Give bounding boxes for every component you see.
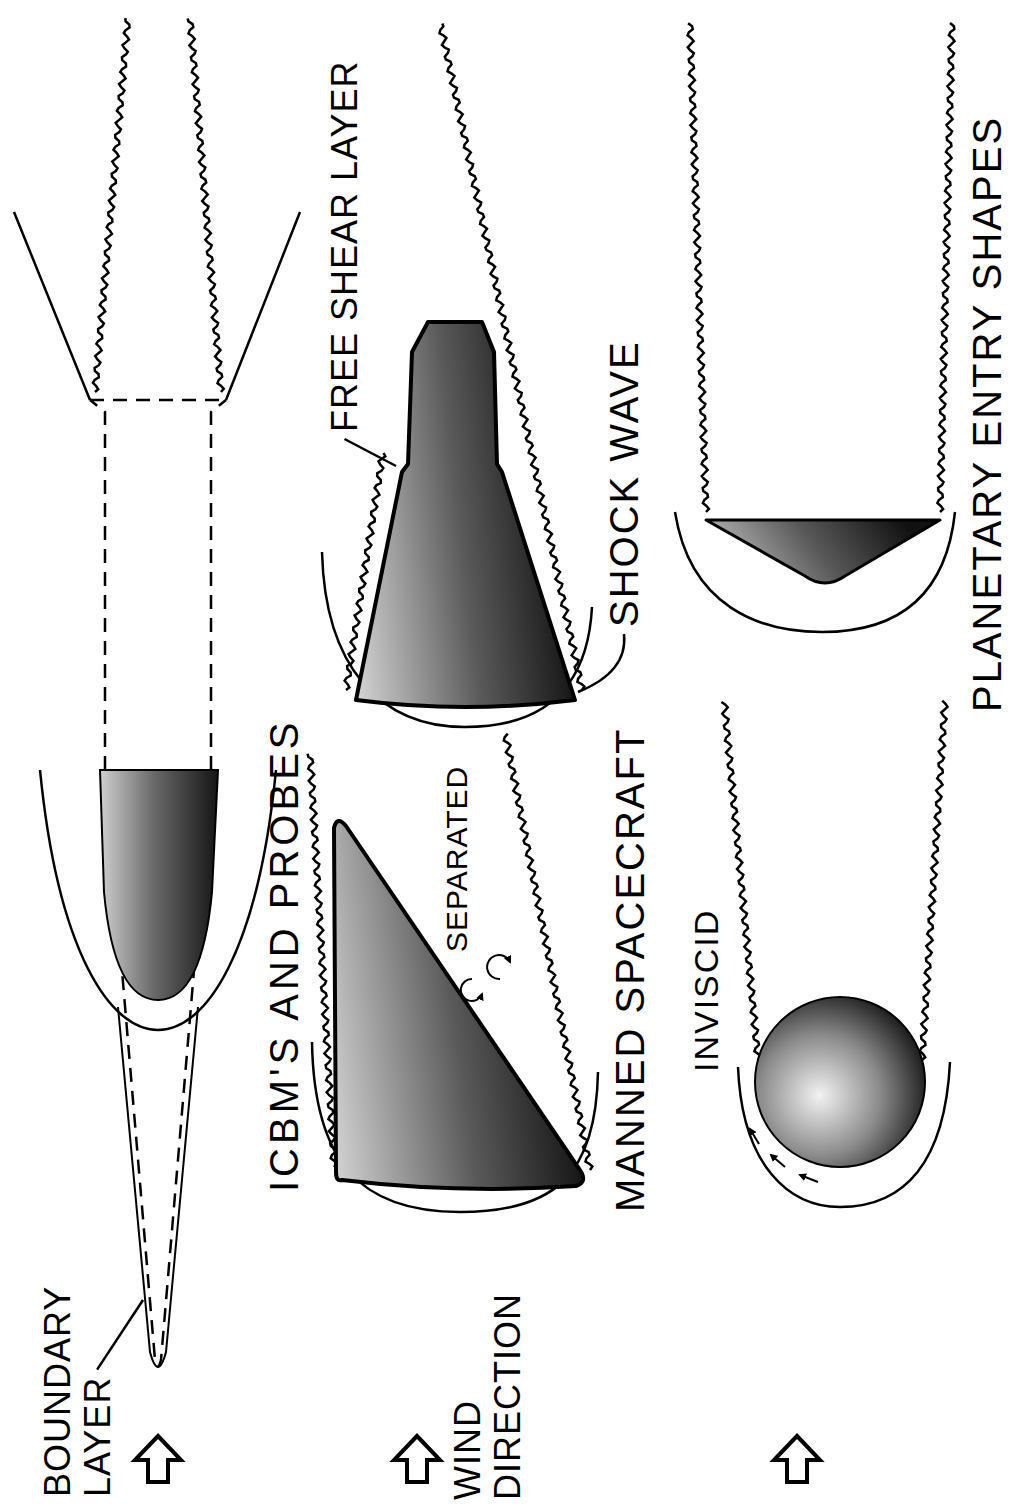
sphere-body	[755, 997, 925, 1167]
bow-shock	[40, 770, 276, 1030]
label-holder: SHOCK WAVE	[602, 340, 646, 627]
leader-line	[578, 634, 624, 692]
wake-shear-line	[721, 702, 760, 1060]
wake-shear-line	[188, 19, 224, 393]
inviscid-flow-arrow	[750, 1129, 759, 1144]
label-holder: SEPARATED	[440, 766, 473, 952]
group-title: MANNED SPACECRAFT	[608, 728, 652, 1212]
bow-shock	[675, 512, 955, 632]
label-holder: INVISCID	[688, 909, 725, 1072]
part-label: FREE SHEAR LAYER	[325, 61, 365, 432]
group-title: PLANETARY ENTRY SHAPES	[965, 116, 1009, 712]
leader-line	[345, 439, 397, 466]
wake-shear-line	[920, 701, 948, 1060]
leader-line	[97, 1300, 143, 1370]
blunt-cone-probe	[706, 520, 940, 583]
inviscid-flow-arrow	[800, 1175, 818, 1182]
wind-arrow	[774, 1436, 820, 1482]
wake-shear-line	[93, 18, 130, 392]
blunt-nose-body	[100, 770, 218, 1000]
boundary-layer-edge	[118, 1007, 198, 1367]
label-holder: PLANETARY ENTRY SHAPES	[965, 116, 1009, 712]
part-label: BOUNDARY LAYER	[38, 1237, 117, 1497]
wake-shear-line	[308, 754, 337, 1167]
wind-arrow	[394, 1436, 440, 1482]
label-holder: BOUNDARY LAYER	[38, 1237, 117, 1497]
part-label: SHOCK WAVE	[602, 340, 646, 627]
flare-shock	[14, 212, 300, 400]
wake-shear-line	[937, 23, 954, 512]
flow-label: WIND DIRECTION	[448, 1240, 527, 1500]
recirculation-arrow	[487, 955, 510, 979]
label-holder: WIND DIRECTION	[448, 1240, 527, 1500]
label-holder: FREE SHEAR LAYER	[325, 61, 365, 432]
bell-capsule	[356, 322, 575, 707]
recirculation-arrow	[461, 979, 482, 1001]
label-holder: ICBM'S AND PROBES	[262, 718, 306, 1192]
flow-label: SEPARATED	[440, 766, 473, 952]
flow-label: INVISCID	[688, 909, 725, 1072]
inviscid-flow-arrow	[771, 1155, 785, 1167]
group-title: ICBM'S AND PROBES	[262, 718, 306, 1192]
wake-shear-line	[688, 23, 709, 512]
afterbody-outline	[90, 400, 226, 770]
label-holder: MANNED SPACECRAFT	[608, 728, 652, 1212]
wind-arrow	[135, 1436, 181, 1482]
